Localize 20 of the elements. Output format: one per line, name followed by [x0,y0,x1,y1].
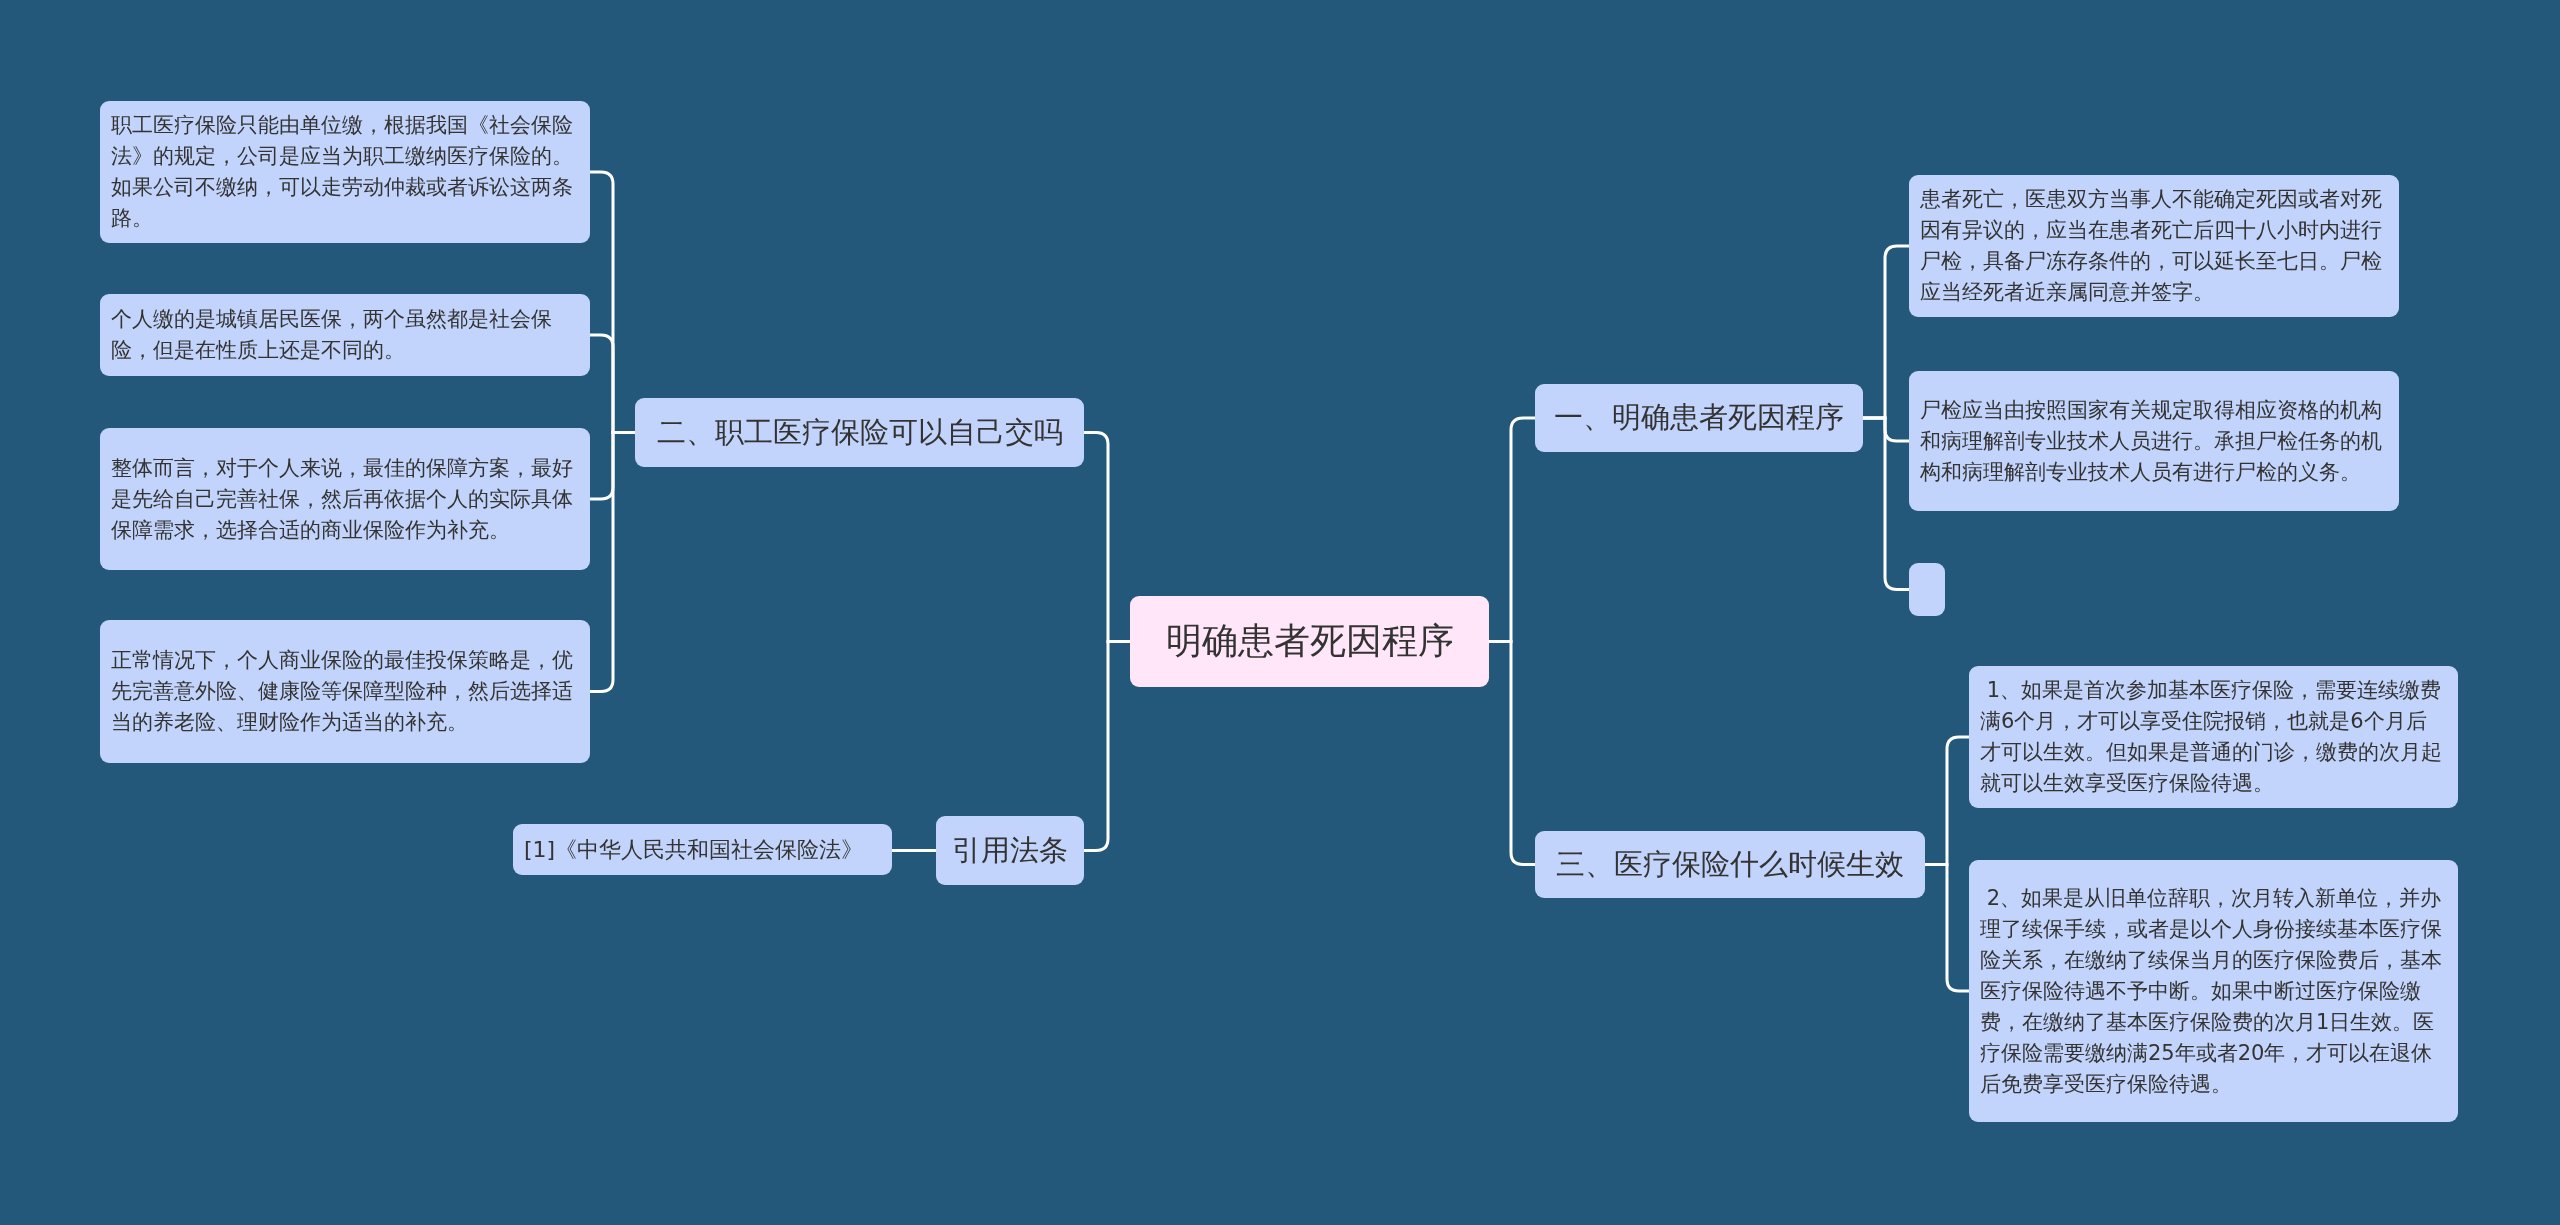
note-box: 个人缴的是城镇居民医保，两个虽然都是社会保险，但是在性质上还是不同的。 [100,294,590,376]
connector-line [590,431,635,693]
branch-topic-box: 引用法条 [936,816,1084,885]
note-box: 正常情况下，个人商业保险的最佳投保策略是，优先完善意外险、健康险等保障型险种，然后选择适当的养老险、理财险作为适当的补充。 [100,620,590,763]
connector-line [1084,640,1130,852]
note-box: 职工医疗保险只能由单位缴，根据我国《社会保险法》的规定，公司是应当为职工缴纳医疗保险的。如果公司不缴纳，可以走劳动仲裁或者诉讼这两条路。 [100,101,590,243]
note-box: 1、如果是首次参加基本医疗保险，需要连续缴费满6个月，才可以享受住院报销，也就是6个月后才可以生效。但如果是普通的门诊，缴费的次月起就可以生效享受医疗保险待遇。 [1969,666,2458,808]
note-box: [1]《中华人民共和国社会保险法》 [513,824,892,875]
branch-topic-box: 一、明确患者死因程序 [1535,384,1863,452]
note-box: 整体而言，对于个人来说，最佳的保障方案，最好是先给自己完善社保，然后再依据个人的实际具体保障需求，选择合适的商业保险作为补充。 [100,428,590,570]
note-box: 2、如果是从旧单位辞职，次月转入新单位，并办理了续保手续，或者是以个人身份接续基本医疗保险关系，在缴纳了续保当月的医疗保险费后，基本医疗保险待遇不予中断。如果中断过医疗保险缴费，在缴纳了基本医疗保险费的次月1日生效。医疗保险需要缴纳满25年或者20年，才可以在退休后免费享受医疗保险待遇。 [1969,860,2458,1122]
note-box: 患者死亡，医患双方当事人不能确定死因或者对死因有异议的，应当在患者死亡后四十八小时内进行尸检，具备尸冻存条件的，可以延长至七日。尸检应当经死者近亲属同意并签字。 [1909,175,2399,317]
central-topic-box: 明确患者死因程序 [1130,596,1489,687]
connector-line [892,849,936,852]
branch-topic-box: 三、医疗保险什么时候生效 [1535,831,1925,898]
connector-line [1925,863,1969,993]
note-box: 尸检应当由按照国家有关规定取得相应资格的机构和病理解剖专业技术人员进行。承担尸检任务的机构和病理解剖专业技术人员有进行尸检的义务。 [1909,371,2399,511]
note-box [1909,563,1945,616]
connector-line [1489,640,1535,866]
branch-topic-box: 二、职工医疗保险可以自己交吗 [635,398,1084,467]
